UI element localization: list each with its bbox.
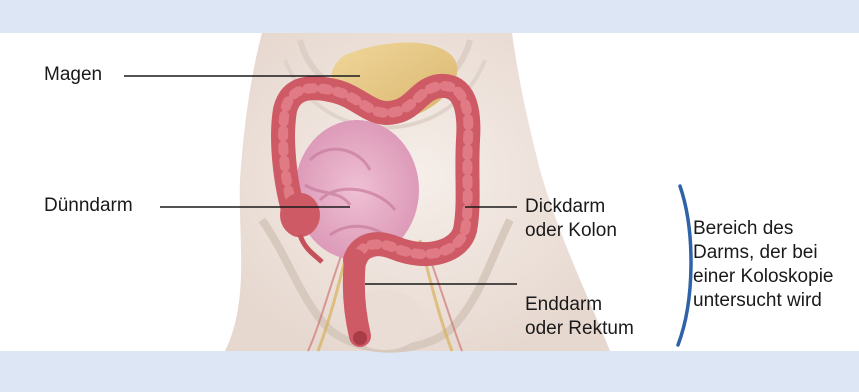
label-enddarm-line1: Enddarm xyxy=(525,293,634,317)
label-bereich-line2: Darms, der bei xyxy=(693,241,833,265)
label-dickdarm-line2: oder Kolon xyxy=(525,219,617,243)
label-bereich-line4: untersucht wird xyxy=(693,289,833,313)
label-enddarm: Enddarm oder Rektum xyxy=(525,293,634,341)
label-bereich: Bereich des Darms, der bei einer Kolosko… xyxy=(693,217,833,313)
label-duenndarm: Dünndarm xyxy=(44,194,133,218)
rectum xyxy=(354,260,360,336)
range-bracket xyxy=(678,186,691,345)
label-bereich-line3: einer Koloskopie xyxy=(693,265,833,289)
label-bereich-line1: Bereich des xyxy=(693,217,833,241)
label-dickdarm-line1: Dickdarm xyxy=(525,195,617,219)
caecum xyxy=(280,193,320,237)
label-dickdarm: Dickdarm oder Kolon xyxy=(525,195,617,243)
label-enddarm-line2: oder Rektum xyxy=(525,317,634,341)
label-magen: Magen xyxy=(44,63,102,87)
